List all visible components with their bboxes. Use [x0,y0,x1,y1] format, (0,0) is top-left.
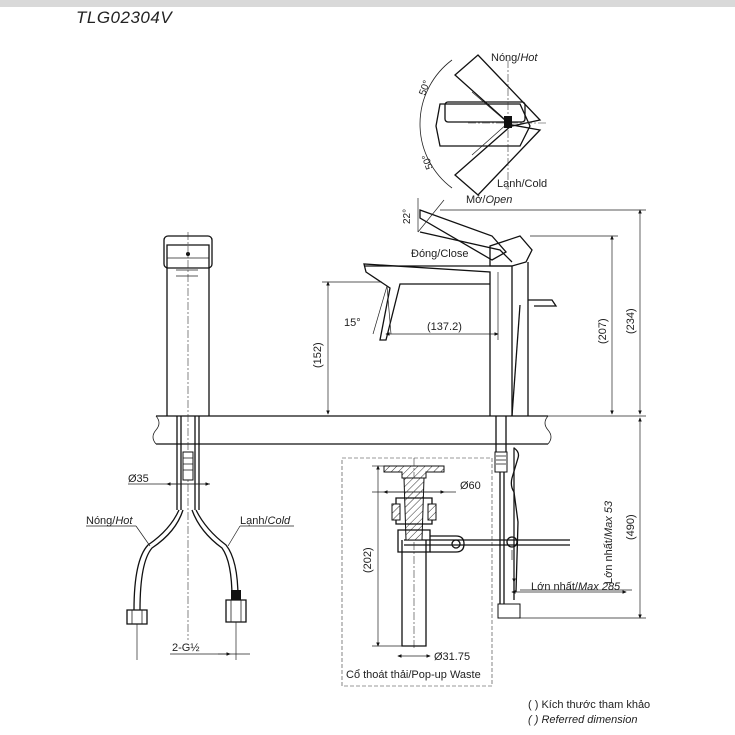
cold-label-front: Lạnh/Cold [240,515,291,527]
front-view: Ø35 Nóng/Hot Lạnh/Cold 2-G½ [86,232,322,660]
waste-tube [401,540,427,647]
dim-waste-height: (202) [362,547,374,573]
cold-handle-outline [454,124,542,196]
legend-line-1: ( ) Kích thước tham khảo [528,699,650,711]
top-border-bar [0,0,735,7]
dim-diameter-35: Ø35 [128,473,149,485]
model-code: TLG02304V [76,8,173,27]
angle-top-label: 50° [417,79,433,97]
angle-spout-label: 15° [344,317,361,329]
legend: ( ) Kích thước tham khảo ( ) Referred di… [528,699,650,726]
dim-max-rod: Lớn nhất/Max 285 [531,581,621,593]
dim-reach: (137.2) [427,321,462,333]
dim-body-height: (207) [597,318,609,344]
hose-cold [195,509,239,599]
dim-total-with-hose: (490) [625,514,637,540]
cold-label-top: Lạnh/Cold [497,178,547,190]
dim-total-height: (234) [625,308,637,334]
waste-caption: Cổ thoát thải/Pop-up Waste [346,669,481,681]
hot-label-front: Nóng/Hot [86,515,133,527]
angle-lever-label: 22° [402,209,413,224]
angle-bottom-label: 50° [420,153,436,171]
dim-spout-height: (152) [312,342,324,368]
hose-hot [133,509,180,611]
dim-top-diameter: Ø60 [460,480,481,492]
side-under-counter: Lớn nhất/Max 285 Lớn nhất/Max 53 (490) [404,416,646,619]
dim-bottom-diameter: Ø31.75 [434,651,470,663]
waste-frame [341,457,493,687]
lever-open [419,209,508,261]
thread-label: 2-G½ [172,642,200,654]
hot-label-vn-top: Nóng/Hot [491,52,538,64]
handle-top-view: Nóng/Hot Lạnh/Cold 50° 50° [417,52,548,196]
side-view: 22° Mở/Open Đóng/Close 15° (137.2) (152)… [312,194,646,445]
spout-outline [363,263,491,416]
open-label: Mở/Open [466,194,512,206]
front-body [166,244,210,416]
legend-line-2: ( ) Referred dimension [528,714,637,726]
hot-handle-outline [454,54,542,127]
center-handle-outline [435,103,531,147]
close-label: Đóng/Close [411,248,468,260]
popup-waste-view: Ø60 (202) Ø31.75 Cổ thoát thải/Pop-up Wa… [341,457,493,687]
dim-max-thickness: Lớn nhất/Max 53 [603,500,615,584]
waste-stem [403,477,425,541]
